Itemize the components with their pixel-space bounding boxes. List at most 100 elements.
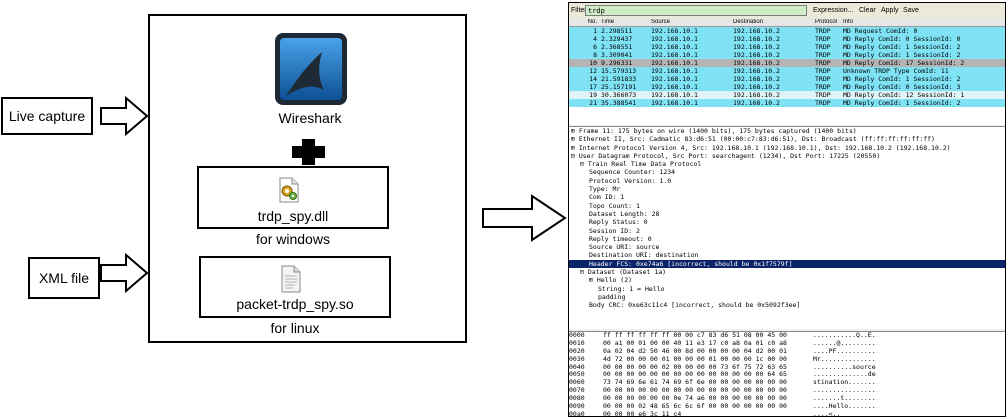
column-header-time[interactable]: Time: [601, 19, 615, 25]
hex-offset: 0040: [569, 362, 585, 371]
column-header-protocol[interactable]: Protocol: [815, 19, 838, 25]
detail-row[interactable]: Topo Count: 1: [589, 201, 640, 210]
packet-cell-proto: TRDP: [815, 27, 831, 35]
column-header-source[interactable]: Source: [651, 19, 671, 25]
detail-row[interactable]: Reply Status: 0: [589, 218, 648, 227]
packet-cell-no: 1: [593, 27, 597, 35]
detail-row[interactable]: Com ID: 1: [589, 193, 625, 202]
detail-row[interactable]: ⊞ Frame 11: 175 bytes on wire (1400 bits…: [571, 127, 857, 135]
packet-cell-time: 15.579313: [601, 67, 637, 75]
filter-toolbar: Filter: trdp Expression... Clear Apply S…: [569, 3, 1005, 20]
detail-row[interactable]: ⊟ Dataset (Dataset 1a): [580, 268, 667, 277]
detail-row[interactable]: Type: Mr: [589, 185, 621, 194]
column-header-no[interactable]: No.: [587, 19, 597, 25]
so-file-icon: [281, 265, 301, 293]
hex-bytes: 00 00 00 00 00 00 0e 74 a6 00 00 00 00 0…: [603, 394, 787, 403]
detail-row[interactable]: String: 1 = Hello: [598, 284, 665, 293]
hex-ascii: ....<..: [813, 409, 841, 417]
hex-row[interactable]: 0040 00 00 00 00 00 02 00 00 00 00 73 6f …: [569, 362, 1005, 372]
save-button[interactable]: Save: [903, 7, 919, 14]
packet-cell-src: 192.168.10.1: [651, 59, 698, 67]
detail-row[interactable]: Body CRC: 0xe63c11c4 [incorrect, should …: [589, 301, 801, 310]
packet-cell-dst: 192.168.10.2: [733, 99, 780, 107]
packet-cell-dst: 192.168.10.2: [733, 75, 780, 83]
hex-offset: 0080: [569, 394, 585, 403]
hex-offset: 0010: [569, 338, 585, 347]
hex-ascii: ....Hello.......: [813, 402, 876, 411]
packet-cell-proto: TRDP: [815, 43, 831, 51]
hex-bytes: 00 00 00 e6 3c 11 c4: [603, 409, 682, 417]
hex-offset: 00a0: [569, 409, 585, 417]
packet-cell-no: 6: [593, 43, 597, 51]
packet-cell-src: 192.168.10.1: [651, 91, 698, 99]
hex-ascii: ......@.........: [813, 338, 876, 347]
apply-button[interactable]: Apply: [881, 7, 899, 14]
hex-row[interactable]: 0020 0a 02 04 d2 50 46 00 8d 00 00 00 00 …: [569, 346, 1005, 356]
packet-cell-src: 192.168.10.1: [651, 83, 698, 91]
detail-row[interactable]: ⊞ Hello (2): [589, 276, 633, 285]
hex-bytes: 00 00 00 00 00 02 00 00 00 00 73 6f 75 7…: [603, 362, 787, 371]
wireshark-fin-icon: [275, 33, 347, 105]
filter-input[interactable]: trdp: [585, 5, 807, 16]
hex-bytes: 00 a1 00 01 00 00 40 11 e3 17 c0 a8 0a 0…: [603, 338, 787, 347]
detail-row[interactable]: Reply timeout: 0: [589, 234, 652, 243]
detail-row[interactable]: padding: [598, 292, 626, 301]
packet-cell-info: MD Reply ComId: 1 SessionId: 2: [843, 75, 961, 83]
expression-button[interactable]: Expression...: [813, 7, 854, 14]
packet-details-pane: ⊞ Frame 11: 175 bytes on wire (1400 bits…: [569, 126, 1005, 329]
hex-row[interactable]: 00a0 00 00 00 e6 3c 11 c4 ....<..: [569, 409, 1005, 417]
detail-row[interactable]: Protocol Version: 1.0: [589, 176, 672, 185]
arrow-right-icon: [100, 95, 149, 137]
linux-plugin-caption: for linux: [270, 320, 320, 336]
clear-button[interactable]: Clear: [859, 7, 876, 14]
detail-row[interactable]: Source URI: source: [589, 243, 660, 252]
packet-cell-dst: 192.168.10.2: [733, 43, 780, 51]
detail-row[interactable]: ⊟ User Datagram Protocol, Src Port: sear…: [571, 151, 881, 160]
packet-cell-time: 2.329437: [601, 35, 633, 43]
wireshark-screenshot: Filter: trdp Expression... Clear Apply S…: [568, 2, 1006, 417]
hex-bytes: 00 00 00 00 00 00 00 00 00 00 00 00 00 0…: [603, 386, 787, 395]
detail-row-selected[interactable]: Header FCS: 0xe74a6 [incorrect, should b…: [569, 259, 1005, 269]
packet-cell-info: MD Request ComId: 0: [843, 27, 918, 35]
xml-file-box: XML file: [28, 257, 100, 299]
packet-cell-src: 192.168.10.1: [651, 51, 698, 59]
hex-ascii: .......t........: [813, 394, 876, 403]
column-header-info[interactable]: Info: [843, 19, 854, 25]
column-header-destination[interactable]: Destination: [733, 19, 764, 25]
packet-cell-no: 8: [593, 51, 597, 59]
hex-bytes: 0a 02 04 d2 50 46 00 8d 00 00 00 00 04 d…: [603, 346, 787, 355]
detail-row[interactable]: ⊟ Train Real Time Data Protocol: [580, 160, 702, 169]
detail-row[interactable]: Dataset Length: 28: [589, 209, 660, 218]
detail-row[interactable]: Destination URI: destination: [589, 251, 699, 260]
hex-row[interactable]: 0010 00 a1 00 01 00 00 40 11 e3 17 c0 a8 …: [569, 338, 1005, 348]
detail-row[interactable]: Session ID: 2: [589, 226, 640, 235]
hex-offset: 0030: [569, 354, 585, 363]
arrow-right-icon: [482, 194, 567, 242]
hex-row[interactable]: 0080 00 00 00 00 00 00 0e 74 a6 00 00 00 …: [569, 394, 1005, 403]
hex-offset: 0060: [569, 378, 585, 387]
hex-ascii: ..........source: [813, 362, 876, 371]
hex-bytes: ff ff ff ff ff ff 00 00 c7 83 d6 51 08 0…: [603, 331, 787, 339]
packet-cell-proto: TRDP: [815, 35, 831, 43]
packet-cell-time: 35.388541: [601, 99, 637, 107]
detail-row[interactable]: Sequence Counter: 1234: [589, 168, 676, 177]
hex-offset: 0020: [569, 346, 585, 355]
detail-row[interactable]: ⊞ Ethernet II, Src: Cadmatic 83:d6:51 (0…: [571, 135, 935, 144]
detail-row[interactable]: ⊞ Internet Protocol Version 4, Src: 192.…: [571, 143, 951, 152]
